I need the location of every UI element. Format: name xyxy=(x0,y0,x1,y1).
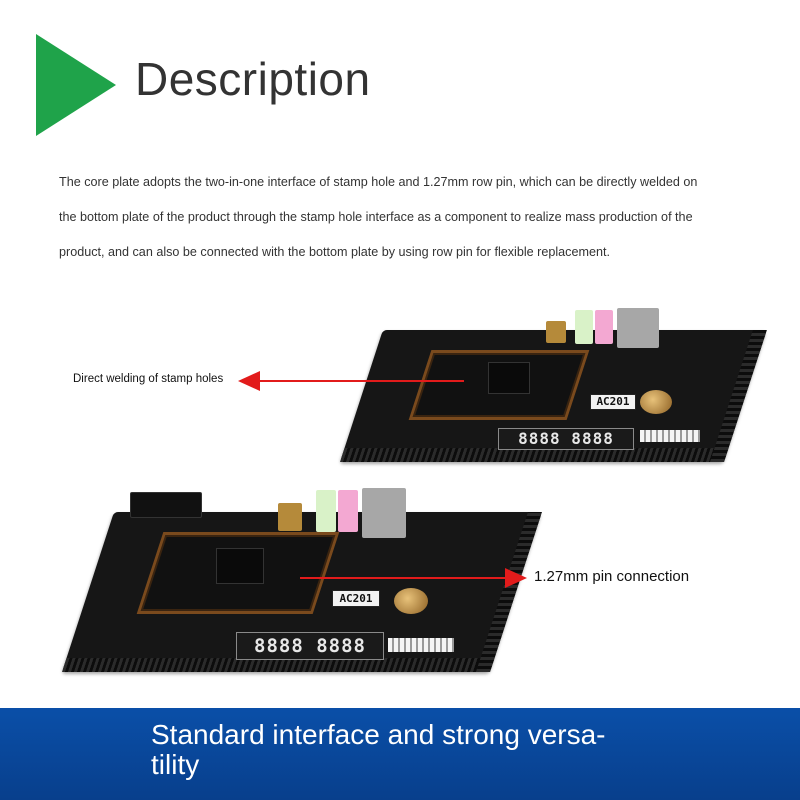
bottom-board-dip-switches xyxy=(388,638,454,652)
stamp-holes-pointer-arrowhead xyxy=(238,371,260,391)
top-board-ethernet-port xyxy=(617,308,659,348)
top-board-side-pins xyxy=(710,330,767,462)
top-board-coin-battery xyxy=(640,390,672,414)
pin-connection-pointer-line xyxy=(300,577,508,579)
play-arrow-icon xyxy=(36,34,116,136)
top-board-seven-segment-display: 8888 8888 xyxy=(498,428,634,450)
banner-heading-line-1: Standard interface and strong versa- xyxy=(151,719,606,750)
top-board-usb-port xyxy=(546,321,566,343)
bottom-banner xyxy=(0,708,800,800)
stamp-holes-label: Direct welding of stamp holes xyxy=(73,373,224,385)
bottom-board-ethernet-port xyxy=(362,488,406,538)
top-board-green-audio-jack xyxy=(575,310,593,344)
banner-heading: Standard interface and strong versa- til… xyxy=(151,720,631,780)
description-line-1: The core plate adopts the two-in-one int… xyxy=(59,175,698,189)
bottom-board-coin-battery xyxy=(394,588,428,614)
bottom-board-edge-pins xyxy=(62,658,495,672)
description-paragraph: The core plate adopts the two-in-one int… xyxy=(59,165,749,270)
bottom-board-header-connector xyxy=(130,492,202,518)
top-board-model-label: AC201 xyxy=(590,394,636,410)
page-title: Description xyxy=(135,53,371,105)
bottom-board-pink-audio-jack xyxy=(338,490,358,532)
bottom-board-green-audio-jack xyxy=(316,490,336,532)
pin-connection-pointer-arrowhead xyxy=(505,568,527,588)
bottom-board-model-label: AC201 xyxy=(332,590,380,607)
top-board-fpga-chip xyxy=(488,362,530,394)
top-board-dip-switches xyxy=(640,430,700,442)
bottom-board-seven-segment-display: 8888 8888 xyxy=(236,632,384,660)
bottom-board-side-pins xyxy=(476,512,542,672)
description-line-3: product, and can also be connected with … xyxy=(59,245,610,259)
top-board-edge-pins xyxy=(340,448,729,462)
bottom-board-usb-port xyxy=(278,503,302,531)
description-line-2: the bottom plate of the product through … xyxy=(59,210,693,224)
stamp-holes-pointer-line xyxy=(258,380,464,382)
bottom-board-fpga-chip xyxy=(216,548,264,584)
top-board-pink-audio-jack xyxy=(595,310,613,344)
pin-connection-label: 1.27mm pin connection xyxy=(534,568,690,585)
banner-heading-line-2: tility xyxy=(151,749,200,780)
